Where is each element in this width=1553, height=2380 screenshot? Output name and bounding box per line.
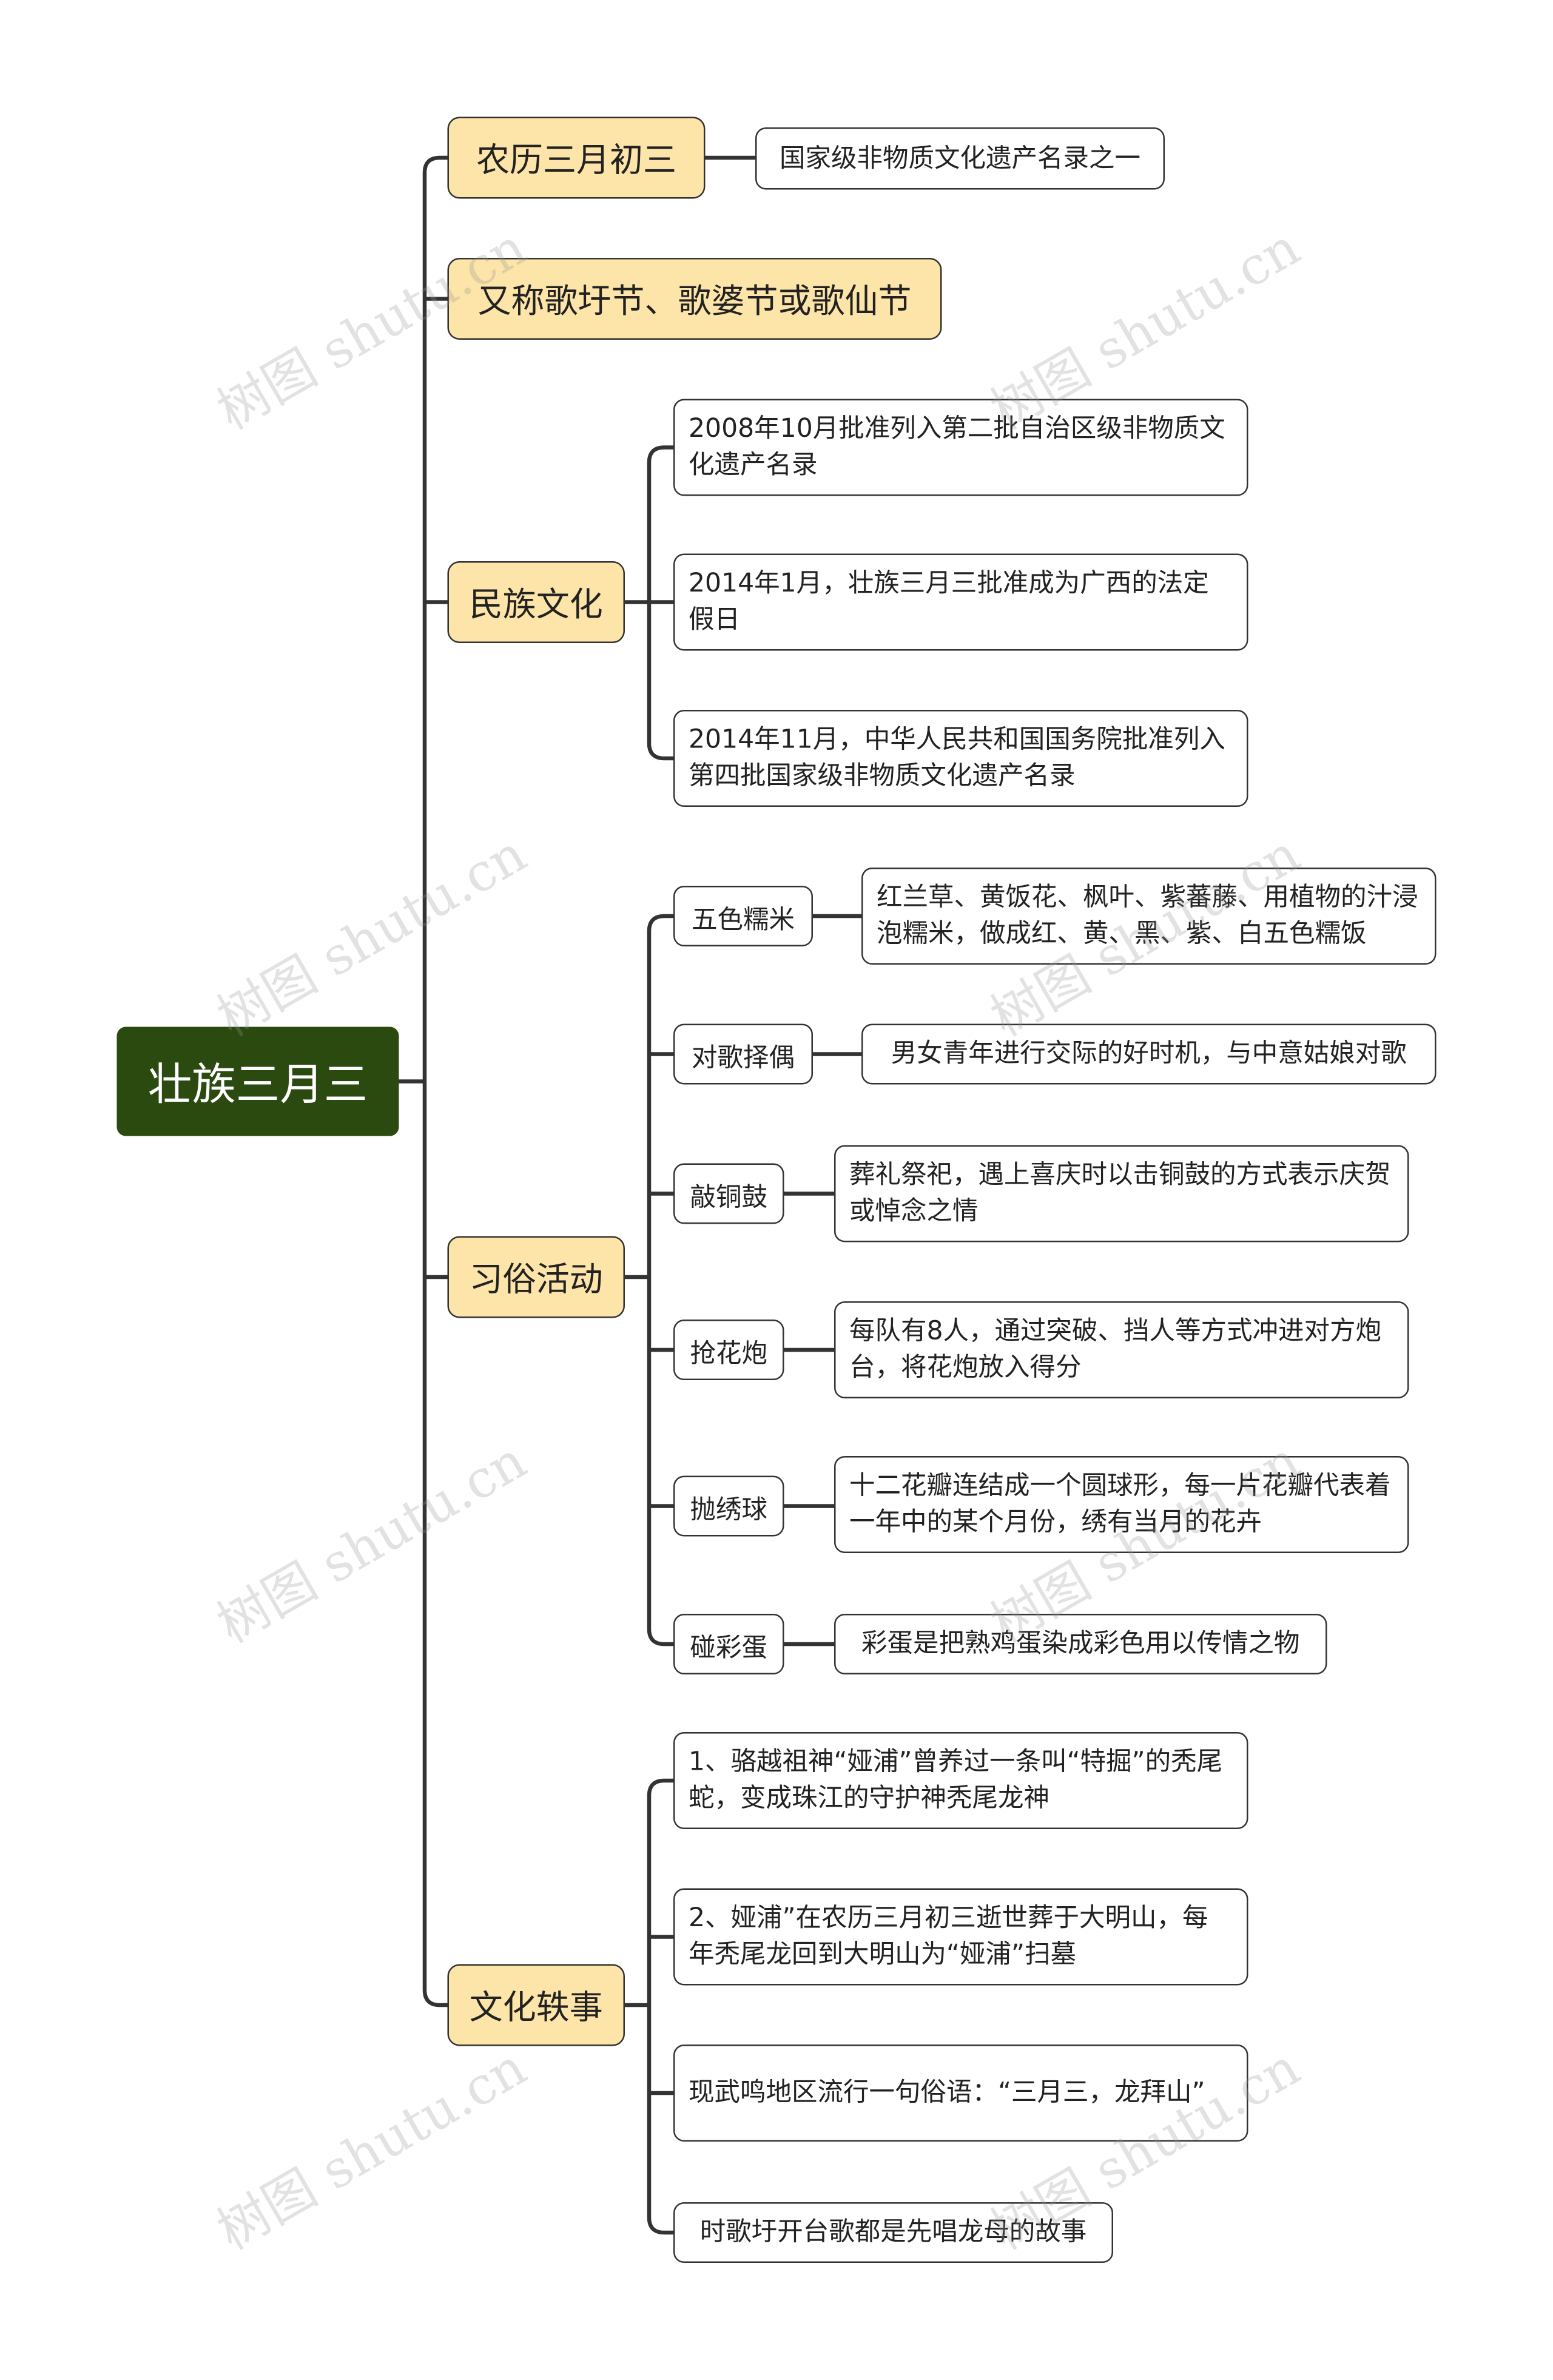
branch-node[interactable]: 文化轶事 bbox=[447, 1964, 625, 2046]
leaf-node[interactable]: 国家级非物质文化遗产名录之一 bbox=[755, 127, 1165, 190]
connector bbox=[647, 914, 673, 1647]
sub-node[interactable]: 抢花炮 bbox=[673, 1320, 784, 1380]
leaf-node[interactable]: 2014年11月，中华人民共和国国务院批准列入第四批国家级非物质文化遗产名录 bbox=[673, 710, 1248, 807]
connector bbox=[647, 1778, 673, 2235]
branch-node[interactable]: 习俗活动 bbox=[447, 1236, 625, 1318]
leaf-node[interactable]: 时歌圩开台歌都是先唱龙母的故事 bbox=[673, 2202, 1113, 2263]
leaf-node[interactable]: 男女青年进行交际的好时机，与中意姑娘对歌 bbox=[861, 1023, 1437, 1085]
leaf-node[interactable]: 葬礼祭祀，遇上喜庆时以击铜鼓的方式表示庆贺或悼念之情 bbox=[834, 1145, 1409, 1242]
branch-node[interactable]: 民族文化 bbox=[447, 561, 625, 643]
leaf-node[interactable]: 2、娅浦”在农历三月初三逝世葬于大明山，每年秃尾龙回到大明山为“娅浦”扫墓 bbox=[673, 1888, 1248, 1986]
leaf-node[interactable]: 红兰草、黄饭花、枫叶、紫蕃藤、用植物的汁浸泡糯米，做成红、黄、黑、紫、白五色糯饭 bbox=[861, 868, 1437, 965]
branch-node[interactable]: 农历三月初三 bbox=[447, 116, 706, 199]
connector bbox=[422, 155, 448, 2007]
sub-node[interactable]: 对歌择偶 bbox=[673, 1023, 813, 1085]
sub-node[interactable]: 抛绣球 bbox=[673, 1475, 784, 1537]
leaf-node[interactable]: 十二花瓣连结成一个圆球形，每一片花瓣代表着一年中的某个月份，绣有当月的花卉 bbox=[834, 1456, 1409, 1553]
sub-node[interactable]: 五色糯米 bbox=[673, 886, 813, 946]
branch-node[interactable]: 又称歌圩节、歌婆节或歌仙节 bbox=[447, 258, 942, 340]
sub-node[interactable]: 碰彩蛋 bbox=[673, 1614, 784, 1674]
leaf-node[interactable]: 2008年10月批准列入第二批自治区级非物质文化遗产名录 bbox=[673, 399, 1248, 496]
leaf-node[interactable]: 2014年1月，壮族三月三批准成为广西的法定假日 bbox=[673, 553, 1248, 651]
leaf-node[interactable]: 每队有8人，通过突破、挡人等方式冲进对方炮台，将花炮放入得分 bbox=[834, 1301, 1409, 1398]
root-node[interactable]: 壮族三月三 bbox=[116, 1027, 399, 1136]
leaf-node[interactable]: 彩蛋是把熟鸡蛋染成彩色用以传情之物 bbox=[834, 1614, 1327, 1674]
leaf-node[interactable]: 现武鸣地区流行一句俗语：“三月三，龙拜山” bbox=[673, 2045, 1248, 2142]
sub-node[interactable]: 敲铜鼓 bbox=[673, 1163, 784, 1224]
leaf-node[interactable]: 1、骆越祖神“娅浦”曾养过一条叫“特掘”的秃尾蛇，变成珠江的守护神秃尾龙神 bbox=[673, 1732, 1248, 1829]
